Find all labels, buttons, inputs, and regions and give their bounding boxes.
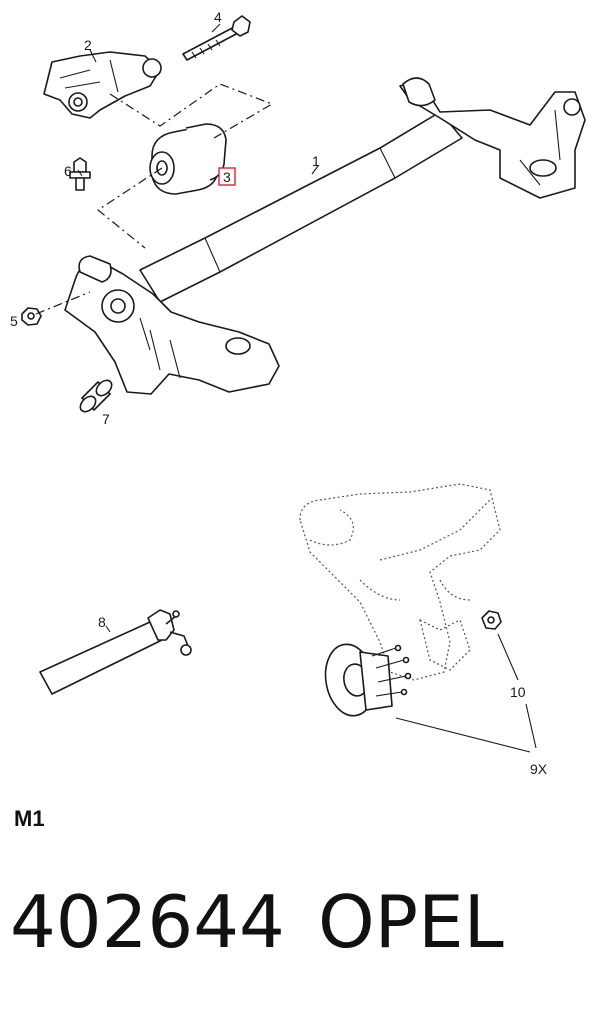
callout-8: 8 <box>98 614 106 630</box>
callout-6: 6 <box>64 163 72 179</box>
exploded-parts-diagram: 4 2 1 3 6 5 7 8 10 9X <box>10 9 586 777</box>
nut <box>21 307 42 326</box>
callout-5: 5 <box>10 313 18 329</box>
knuckle-reference-outline <box>299 483 501 681</box>
rear-axle-beam <box>64 77 586 395</box>
wheel-hub <box>324 643 412 717</box>
callout-9: 9X <box>530 761 548 777</box>
callout-10: 10 <box>510 684 526 700</box>
callout-2: 2 <box>84 37 92 53</box>
callout-labels: 4 2 1 3 6 5 7 8 10 9X <box>10 9 548 777</box>
section-label: M1 <box>14 806 45 831</box>
callout-7: 7 <box>102 411 110 427</box>
callout-4: 4 <box>214 9 222 25</box>
sleeve <box>79 379 113 413</box>
bolt <box>182 15 251 61</box>
part-number: 402644 <box>10 880 285 964</box>
callout-1: 1 <box>312 153 320 169</box>
callout-3: 3 <box>223 169 231 185</box>
brand-name: OPEL <box>318 880 504 964</box>
wheel-speed-sensor <box>39 609 192 695</box>
screw <box>69 157 91 191</box>
hub-nut <box>481 610 502 630</box>
callout-3-highlight-box <box>218 167 236 186</box>
assembly-lines <box>35 23 537 753</box>
mounting-bracket <box>43 51 162 119</box>
bushing <box>149 123 227 195</box>
